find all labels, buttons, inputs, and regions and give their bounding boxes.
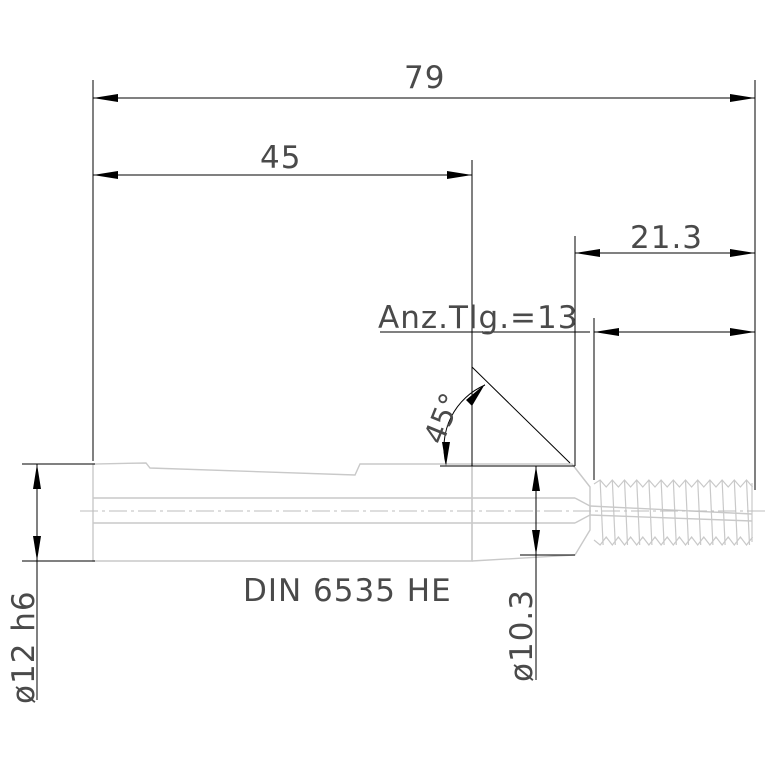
dimension-overall-length: 79 <box>93 60 755 102</box>
thread-flank <box>672 479 677 546</box>
shank-diameter-label: ø12 h6 <box>6 590 42 704</box>
dimension-thread-count: Anz.Tlg.=13 <box>378 300 755 336</box>
thread-flank <box>660 479 665 546</box>
overall-length-label: 79 <box>404 60 445 96</box>
dimension-shank-diameter: ø12 h6 <box>6 464 42 704</box>
thread-flank <box>697 479 702 546</box>
thread-teeth <box>593 479 754 546</box>
dimension-neck-diameter: ø10.3 <box>504 466 540 682</box>
thread-count-note: Anz.Tlg.=13 <box>378 300 578 336</box>
thread-flank <box>636 479 641 546</box>
dimension-thread-length: 21.3 <box>575 220 755 257</box>
standard-note: DIN 6535 HE <box>243 573 452 609</box>
thread-flank <box>733 479 738 546</box>
thread-flank <box>709 479 714 546</box>
thread-flank <box>648 479 653 546</box>
thread-flank <box>611 479 616 546</box>
neck-diameter-label: ø10.3 <box>504 589 540 682</box>
thread-flank <box>599 479 604 546</box>
shank-length-label: 45 <box>260 140 301 176</box>
tool-outline <box>92 462 753 562</box>
extension-lines <box>22 80 756 562</box>
thread-length-label: 21.3 <box>630 220 703 256</box>
thread-flank <box>684 479 690 546</box>
dimension-shank-length: 45 <box>93 140 472 179</box>
dimension-chamfer-angle: 45° <box>417 384 486 466</box>
thread-flank <box>721 479 726 546</box>
thread-flank <box>623 479 629 546</box>
chamfer-angle-label: 45° <box>417 388 468 448</box>
thread-flank <box>745 479 751 546</box>
